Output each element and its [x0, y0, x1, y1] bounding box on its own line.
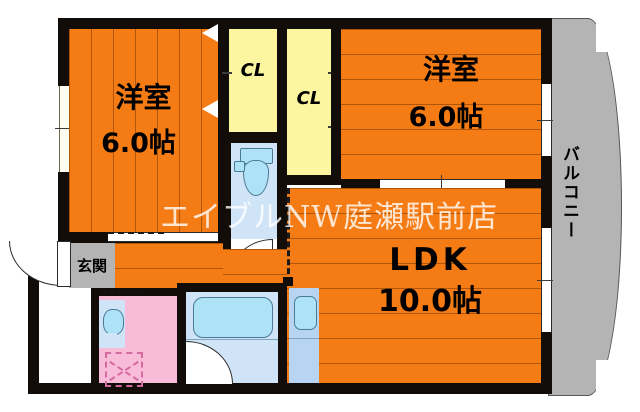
wall-left-mid: [58, 172, 69, 244]
wall-bath-top: [177, 283, 287, 292]
balcony-outer-notch-b: [596, 360, 620, 394]
vanity-sink-bowl: [103, 309, 124, 335]
wall-bath-right: [278, 283, 287, 383]
closet-left-tick: [222, 72, 232, 74]
kitchen-sink-basin: [294, 296, 317, 330]
closet-left-door-lower[interactable]: [202, 100, 218, 118]
wall-left-lower: [28, 244, 39, 394]
sliding-door-bedroom-left-track: [108, 232, 164, 234]
balcony-outer-notch: [596, 18, 620, 52]
vanity-ledge: [99, 333, 117, 348]
closet-left-door-upper[interactable]: [202, 24, 218, 42]
entrance-label: 玄関: [76, 257, 107, 275]
toilet-lever: [234, 161, 245, 172]
toilet-bowl: [243, 160, 269, 196]
wall-top: [58, 18, 552, 29]
kitchen-counter-line: [289, 338, 319, 339]
bath-divider-line: [186, 339, 278, 340]
wall-closet-left-bottom: [229, 132, 277, 143]
entrance-area-b: [69, 243, 115, 288]
bedroom-right-name: 洋室: [422, 53, 479, 86]
balcony-area: [548, 18, 622, 396]
wall-right: [541, 18, 552, 394]
ldk-size: 10.0帖: [377, 284, 483, 319]
wall-closet-left-right: [277, 18, 287, 143]
wall-hall-ldk-stub: [283, 277, 293, 286]
wall-closet-right-bottom: [287, 175, 341, 185]
window-ldk-tick: [537, 280, 553, 281]
closet-right-label: CL: [296, 88, 322, 109]
closet-right: [287, 29, 331, 175]
wall-bottom-main: [28, 383, 552, 394]
closet-left-label: CL: [240, 60, 266, 81]
window-left-tick: [55, 128, 72, 129]
entrance-door-swing[interactable]: [9, 241, 62, 286]
closet-left: [229, 29, 277, 132]
room-ldk: [287, 188, 541, 383]
wall-bath-left: [177, 283, 186, 383]
bedroom-left-name: 洋室: [115, 81, 172, 114]
wall-bedroom-left-right: [218, 18, 229, 232]
wall-closet-right-right: [331, 18, 341, 175]
room-bedroom-left: [69, 29, 218, 232]
ldk-name: LDK: [389, 242, 471, 278]
wall-toilet-left: [223, 143, 231, 249]
window-right-bedroom-tick: [537, 120, 553, 121]
washroom-entry-track: [100, 291, 142, 294]
bathtub: [193, 297, 273, 338]
sliding-door-hall-ldk[interactable]: [287, 188, 290, 283]
bedroom-right-size: 6.0帖: [408, 102, 484, 133]
wall-toilet-right: [277, 143, 287, 249]
entrance-door-leaf[interactable]: [57, 241, 71, 287]
room-bedroom-right: [341, 29, 541, 179]
wall-washroom-top: [97, 288, 223, 296]
wall-left-upper: [58, 18, 69, 86]
sliding-door-bedroom-right-tick: [441, 175, 442, 189]
bedroom-left-size: 6.0帖: [101, 128, 176, 159]
hall-corridor-upper: [223, 249, 287, 288]
washing-machine-x-mark: [107, 354, 141, 385]
wall-washroom-left: [91, 288, 99, 383]
washing-machine-space: [105, 352, 143, 387]
